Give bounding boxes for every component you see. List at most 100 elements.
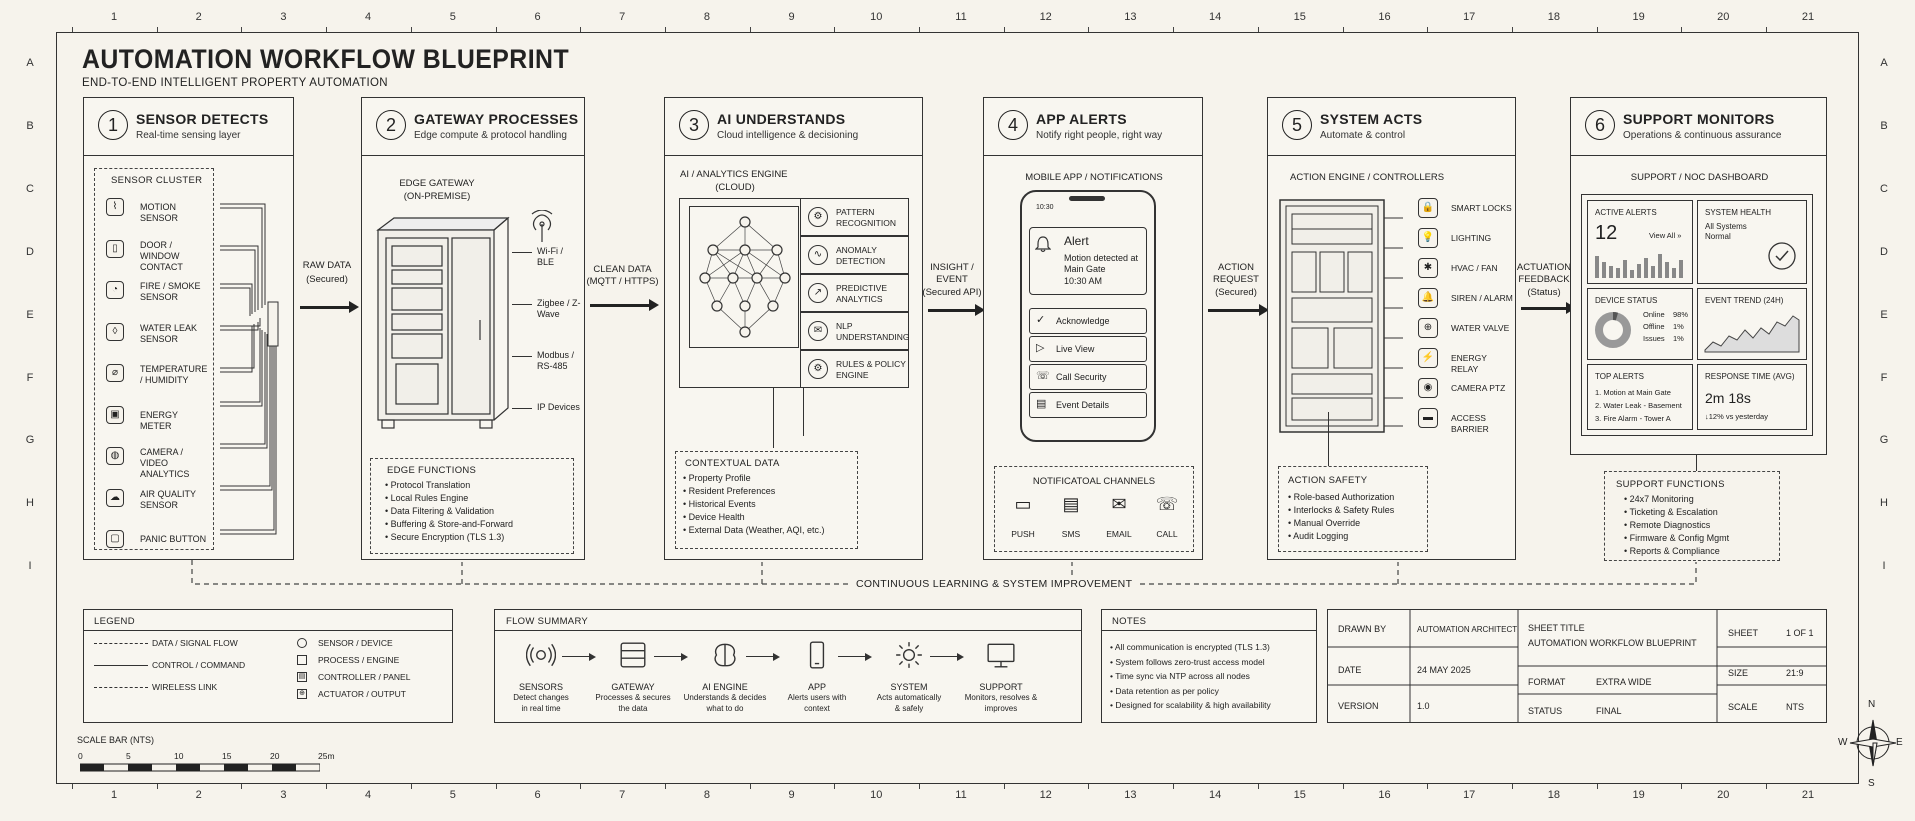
legend-symbol-icon-3: ⊕ bbox=[297, 689, 307, 699]
legend-symbol-icon-0 bbox=[297, 638, 307, 648]
ruler-letter: B bbox=[26, 119, 34, 132]
ruler-tick bbox=[1342, 27, 1344, 32]
alert-card[interactable] bbox=[1029, 227, 1147, 295]
flow-summary-title: FLOW SUMMARY bbox=[506, 616, 589, 627]
legend-symbol-label: PROCESS / ENGINE bbox=[318, 655, 400, 665]
ruler-number: 14 bbox=[1208, 11, 1222, 23]
edge-function-item: Secure Encryption (TLS 1.3) bbox=[385, 531, 513, 544]
flow-step-icon-3 bbox=[802, 640, 832, 670]
app-action-button[interactable] bbox=[1029, 308, 1147, 334]
flow-step-name: GATEWAY bbox=[611, 682, 655, 692]
system-health-card[interactable] bbox=[1697, 200, 1807, 284]
status-value: FINAL bbox=[1596, 706, 1622, 716]
sensor-label: TEMPERATURE / HUMIDITY bbox=[140, 364, 208, 385]
ai-module-icon-0: ⚙ bbox=[808, 207, 828, 227]
gateway-link-connector bbox=[512, 408, 532, 409]
output-label: CAMERA PTZ bbox=[1451, 383, 1506, 393]
ruler-tick bbox=[1681, 27, 1683, 32]
stage-system: 5 SYSTEM ACTS Automate & control ACTION … bbox=[1267, 97, 1516, 560]
compass-north: N bbox=[1868, 699, 1876, 710]
ruler-number: 4 bbox=[365, 789, 372, 801]
stage-number: 4 bbox=[998, 110, 1028, 140]
view-all-link[interactable]: View All » bbox=[1649, 231, 1682, 240]
ruler-number: 6 bbox=[534, 11, 541, 23]
top-alert-item: 3. Fire Alarm - Tower A bbox=[1595, 414, 1671, 423]
top-alerts-card[interactable] bbox=[1587, 364, 1693, 430]
legend-line-label: DATA / SIGNAL FLOW bbox=[152, 638, 238, 648]
channel-label: CALL bbox=[1156, 529, 1178, 539]
sensor-icon-6: ◍ bbox=[106, 447, 124, 465]
stage-number: 6 bbox=[1585, 110, 1615, 140]
ruler-number: 17 bbox=[1463, 789, 1476, 801]
notes-title: NOTES bbox=[1112, 616, 1147, 627]
flow-step-desc: Alerts users with bbox=[787, 693, 847, 702]
contextual-data-box bbox=[675, 451, 858, 549]
channel-icon-1: ▤ bbox=[1062, 494, 1080, 514]
ruler-tick bbox=[1766, 27, 1767, 32]
system-health-label: SYSTEM HEALTH bbox=[1705, 208, 1772, 217]
flow-sublabel-insight: (Secured API) bbox=[922, 287, 982, 298]
stage-number: 5 bbox=[1282, 110, 1312, 140]
app-action-button[interactable] bbox=[1029, 392, 1147, 418]
active-alerts-label: ACTIVE ALERTS bbox=[1595, 208, 1657, 217]
output-icon-4: ⊕ bbox=[1418, 318, 1438, 338]
drawn-by-value: AUTOMATION ARCHITECT bbox=[1417, 625, 1518, 634]
output-icon-7: ▬ bbox=[1418, 408, 1438, 428]
ruler-number: 11 bbox=[955, 11, 967, 23]
sensor-label: CAMERA / VIDEO ANALYTICS bbox=[140, 447, 190, 479]
app-action-icon-0: ✓ bbox=[1036, 314, 1046, 326]
flow-sublabel-feedback: (Status) bbox=[1527, 287, 1561, 298]
output-label: WATER VALVE bbox=[1451, 323, 1510, 333]
sensor-label: DOOR / WINDOW CONTACT bbox=[140, 239, 183, 272]
response-time-card[interactable] bbox=[1697, 364, 1807, 430]
stage-ai: 3 AI UNDERSTANDS Cloud intelligence & de… bbox=[664, 97, 923, 560]
support-functions-title: SUPPORT FUNCTIONS bbox=[1616, 479, 1725, 490]
stage-sensor: 1 SENSOR DETECTS Real-time sensing layer… bbox=[83, 97, 294, 560]
app-action-button[interactable] bbox=[1029, 336, 1147, 362]
flow-step-name: SYSTEM bbox=[890, 682, 928, 692]
active-alerts-value: 12 bbox=[1595, 222, 1618, 244]
stage-number: 1 bbox=[98, 110, 128, 140]
alert-time: 10:30 AM bbox=[1064, 276, 1103, 286]
channel-icon-3: ☏ bbox=[1155, 494, 1179, 514]
flow-arrow-insight bbox=[928, 304, 985, 315]
ruler-tick bbox=[495, 784, 497, 789]
controller-panel-icon bbox=[1279, 199, 1403, 433]
app-action-label: Call Security bbox=[1056, 372, 1107, 382]
flow-arrow-raw bbox=[300, 301, 359, 312]
format-label: FORMAT bbox=[1528, 677, 1566, 687]
stage-subtitle: Notify right people, right way bbox=[1036, 130, 1163, 141]
gateway-link-label: Zigbee / Z-Wave bbox=[537, 298, 581, 319]
ruler-letter: G bbox=[1879, 434, 1889, 447]
response-time-delta: ↓12% vs yesterday bbox=[1705, 412, 1768, 421]
stage-subtitle: Cloud intelligence & decisioning bbox=[717, 130, 859, 141]
notification-channels-title: NOTIFICATOAL CHANNELS bbox=[1032, 476, 1156, 487]
ruler-number: 11 bbox=[955, 789, 967, 801]
legend-line-sample bbox=[94, 643, 148, 644]
ruler-letter: C bbox=[26, 182, 34, 195]
sensor-icon-3: ◊ bbox=[106, 322, 124, 341]
ruler-tick bbox=[1173, 27, 1175, 32]
app-title: MOBILE APP / NOTIFICATIONS bbox=[1025, 172, 1163, 183]
ruler-number: 3 bbox=[280, 11, 287, 23]
contextual-data-title: CONTEXTUAL DATA bbox=[685, 458, 780, 469]
gateway-link-connector bbox=[512, 304, 532, 305]
ruler-letter: A bbox=[1880, 57, 1888, 69]
flow-step-icon-5 bbox=[986, 640, 1016, 670]
sensor-wiring bbox=[220, 203, 279, 535]
ruler-number: 9 bbox=[788, 11, 795, 23]
scale-value: NTS bbox=[1786, 702, 1804, 712]
ruler-number: 15 bbox=[1293, 11, 1306, 23]
app-action-label: Event Details bbox=[1056, 400, 1110, 410]
flow-step-desc: Detect changes bbox=[513, 693, 569, 702]
legend-symbol-label: CONTROLLER / PANEL bbox=[318, 672, 411, 682]
ruler-number: 6 bbox=[534, 789, 541, 801]
event-trend-label: EVENT TREND (24H) bbox=[1705, 296, 1784, 305]
ruler-number: 13 bbox=[1124, 789, 1137, 801]
app-action-button[interactable] bbox=[1029, 364, 1147, 390]
output-icon-5: ⚡ bbox=[1418, 348, 1438, 368]
version-value: 1.0 bbox=[1417, 701, 1430, 711]
flow-step-icon-0 bbox=[525, 640, 557, 670]
system-health-line-1: All Systems bbox=[1705, 222, 1747, 231]
ruler-letter: I bbox=[28, 560, 32, 573]
